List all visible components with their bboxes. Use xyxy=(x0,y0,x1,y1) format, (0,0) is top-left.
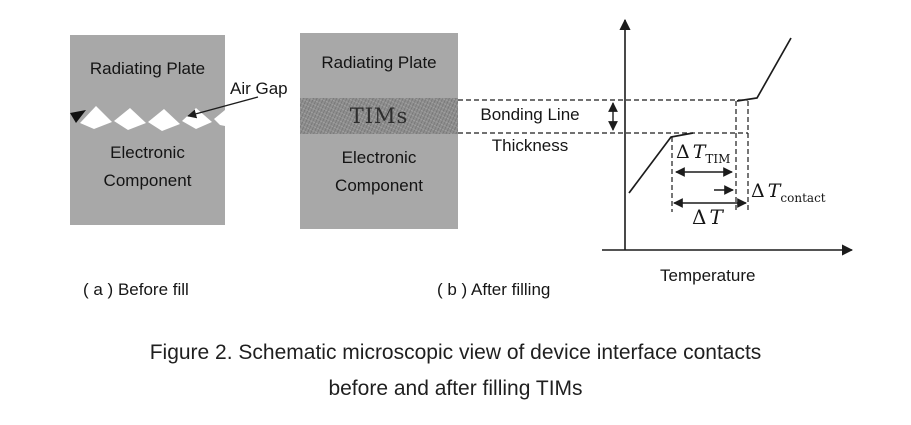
t-variable: T xyxy=(709,205,723,229)
radiating-plate-label-a: Radiating Plate xyxy=(89,59,206,78)
panel-before-fill: Radiating Plate Electronic Component xyxy=(70,35,225,225)
electronic-label-b: Electronic xyxy=(341,148,417,167)
contact-subscript: contact xyxy=(780,190,826,205)
delta-symbol: Δ xyxy=(676,141,690,163)
t-variable: T xyxy=(692,141,706,163)
bonding-line-label-2: Thickness xyxy=(491,136,569,155)
bonding-line-label-1: Bonding Line xyxy=(480,105,580,124)
air-gap-void xyxy=(214,110,225,126)
tims-layer: TIMs xyxy=(300,98,458,134)
x-axis-label: Temperature xyxy=(660,266,756,285)
air-gap-void xyxy=(114,108,146,130)
air-gap-label: Air Gap xyxy=(230,79,288,98)
radiating-plate-label-b: Radiating Plate xyxy=(321,53,437,72)
tim-subscript: TIM xyxy=(705,151,731,166)
component-label-a: Component xyxy=(103,171,192,190)
component-label-b: Component xyxy=(335,176,423,195)
figure-caption-line1: Figure 2. Schematic microscopic view of … xyxy=(149,341,762,364)
electronic-label-a: Electronic xyxy=(110,143,185,162)
panel-after-filling: Radiating Plate TIMs Electronic Componen… xyxy=(300,33,458,229)
air-gap-graphic xyxy=(70,106,225,131)
panel-a-caption: ( a ) Before fill xyxy=(83,280,189,299)
air-gap-dark-wedge xyxy=(70,110,86,123)
air-gap-void xyxy=(148,109,180,131)
t-variable: T xyxy=(767,180,781,202)
tims-label: TIMs xyxy=(349,104,409,128)
air-gap-void xyxy=(182,108,212,129)
delta-symbol: Δ xyxy=(751,180,765,202)
figure-caption-line2: before and after filling TIMs xyxy=(328,377,583,400)
panel-b-caption: ( b ) After filling xyxy=(437,280,551,299)
delta-symbol: Δ xyxy=(692,205,707,229)
temp-curve-right xyxy=(736,37,792,102)
air-gap-void xyxy=(80,106,112,129)
